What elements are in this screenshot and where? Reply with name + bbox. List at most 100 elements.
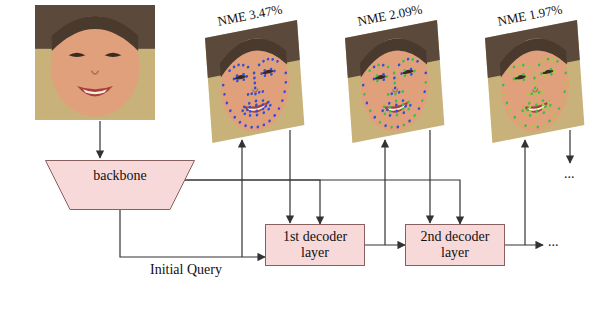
landmark-dot xyxy=(363,93,366,96)
landmark-dot xyxy=(553,69,556,72)
landmark-dot xyxy=(246,108,249,111)
landmark-dot xyxy=(395,109,398,112)
landmark-dot xyxy=(404,105,407,108)
landmark-dot xyxy=(548,119,551,122)
landmark-dot xyxy=(393,71,396,74)
landmark-dot xyxy=(551,58,554,61)
landmark-dot xyxy=(243,105,246,108)
landmark-dot xyxy=(267,101,270,104)
landmark-dot xyxy=(547,57,550,60)
landmark-dot xyxy=(243,112,246,115)
landmark-dot xyxy=(503,93,506,96)
landmark-dot xyxy=(526,108,529,111)
landmark-dot xyxy=(393,76,396,79)
landmark-dot xyxy=(542,99,545,102)
landmark-image xyxy=(345,20,444,143)
edge-label: Initial Query xyxy=(150,262,222,278)
landmark-dot xyxy=(524,124,527,127)
landmark-dot xyxy=(509,109,512,112)
landmark-dot xyxy=(418,107,421,110)
landmark-dot xyxy=(556,60,559,63)
landmark-dot xyxy=(273,69,276,72)
landmark-dot xyxy=(390,126,393,129)
landmark-dot xyxy=(383,112,386,115)
landmark-dot xyxy=(242,63,245,66)
landmark-dot xyxy=(233,65,236,68)
landmark-dot xyxy=(247,93,250,96)
landmark-dot xyxy=(394,86,397,89)
landmark-dot xyxy=(253,71,256,74)
landmark-dot xyxy=(529,114,532,117)
landmark-dot xyxy=(410,67,413,70)
landmark-dot xyxy=(533,81,536,84)
landmark-dot xyxy=(542,60,545,63)
landmark-dot xyxy=(550,73,553,76)
landmark-dot xyxy=(544,74,547,77)
landmark-dot xyxy=(530,92,533,95)
landmark-dot xyxy=(401,90,404,93)
node-label: 2nd decoder layer xyxy=(412,229,498,261)
landmark-dot xyxy=(542,107,545,110)
landmark-dot xyxy=(222,83,225,86)
landmark-dot xyxy=(410,73,413,76)
landmark-dot xyxy=(388,105,391,108)
landmark-dot xyxy=(535,103,538,106)
landmark-dot xyxy=(379,121,382,124)
landmark-dot xyxy=(226,101,229,104)
landmark-dot xyxy=(368,69,371,72)
landmark-dot xyxy=(239,121,242,124)
landmark-dot xyxy=(403,69,406,72)
landmark-dot xyxy=(263,69,266,72)
landmark-dot xyxy=(506,101,509,104)
landmark-dot xyxy=(256,125,259,128)
landmark-dot xyxy=(534,86,537,89)
landmark-dot xyxy=(366,101,369,104)
landmark-dot xyxy=(387,65,390,68)
landmark-dot xyxy=(264,74,267,77)
landmark-dot xyxy=(424,81,427,84)
landmark-dot xyxy=(395,99,398,102)
landmark-dot xyxy=(528,102,531,105)
node-label: backbone xyxy=(45,168,195,184)
landmark-dot xyxy=(247,65,250,68)
landmark-dot xyxy=(264,105,267,108)
landmark-dot xyxy=(262,60,265,63)
landmark-dot xyxy=(373,65,376,68)
landmark-dot xyxy=(384,124,387,127)
input-photo xyxy=(35,5,155,120)
landmark-dot xyxy=(389,110,392,113)
landmark-dot xyxy=(528,105,531,108)
landmark-dot xyxy=(386,108,389,111)
landmark-dot xyxy=(223,93,226,96)
landmark-dot xyxy=(376,79,379,82)
landmark-dot xyxy=(564,71,567,74)
landmark-dot xyxy=(253,76,256,79)
backbone-trapezoid: backbone xyxy=(45,160,195,210)
landmark-dot xyxy=(385,75,388,78)
landmark-dot xyxy=(373,77,376,80)
landmark-dot xyxy=(258,63,261,66)
landmark-dot xyxy=(255,99,258,102)
landmark-dot xyxy=(404,74,407,77)
landmark-dot xyxy=(241,109,244,112)
landmark-image xyxy=(485,20,584,143)
landmark-dot xyxy=(263,123,266,126)
landmark-dot xyxy=(558,107,561,110)
landmark-dot xyxy=(394,92,397,95)
landmark-dot xyxy=(523,112,526,115)
landmark-dot xyxy=(382,63,385,66)
landmark-dot xyxy=(400,72,403,75)
landmark-dot xyxy=(249,110,252,113)
node-label: 1st decoder layer xyxy=(272,229,358,261)
landmark-dot xyxy=(424,71,427,74)
landmark-dot xyxy=(273,114,276,117)
landmark-dot xyxy=(527,93,530,96)
landmark-dot xyxy=(398,91,401,94)
landmark-dot xyxy=(402,111,405,114)
landmark-dot xyxy=(529,110,532,113)
landmark-dot xyxy=(543,123,546,126)
landmark-dot xyxy=(281,99,284,102)
landmark-dot xyxy=(542,111,545,114)
landmark-dot xyxy=(413,114,416,117)
landmark-dot xyxy=(423,90,426,93)
